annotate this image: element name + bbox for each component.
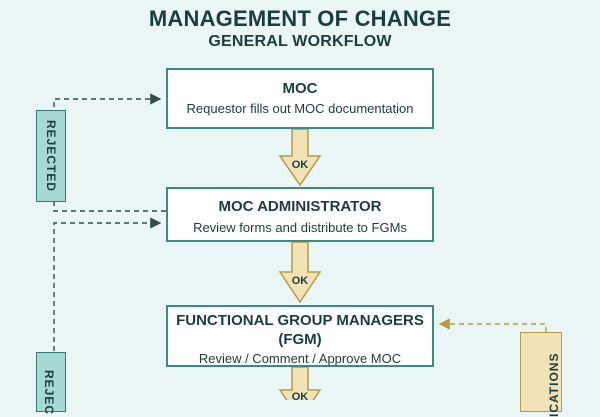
ok-arrow-1 (278, 128, 322, 187)
notifications-line (438, 318, 547, 332)
step-moc-administrator-detail: Review forms and distribute to FGMs (193, 220, 407, 235)
ok-label-2: OK (291, 275, 309, 287)
step-fgm-heading: FUNCTIONAL GROUP MANAGERS (176, 312, 424, 329)
step-fgm-detail: Review / Comment / Approve MOC (198, 351, 402, 366)
rejected-label-1: REJECTED (44, 119, 58, 193)
step-fgm-heading-abbrev: (FGM) (278, 331, 322, 348)
ok-label-1: OK (291, 159, 309, 171)
step-moc-administrator-heading: MOC ADMINISTRATOR (218, 198, 382, 215)
diagram-title: MANAGEMENT OF CHANGE (148, 6, 452, 31)
notifications-label: ICATIONS (547, 352, 561, 417)
rejected-label-box-1: REJECTED (36, 110, 66, 202)
ok-label-3: OK (291, 391, 309, 403)
notifications-label-box: ICATIONS (520, 332, 562, 417)
connector-layer (53, 93, 547, 400)
step-moc-detail: Requestor fills out MOC documentation (186, 101, 414, 116)
ok-arrow-2 (278, 241, 322, 304)
step-moc-administrator-box: MOC ADMINISTRATOR Review forms and distr… (166, 187, 434, 242)
step-moc-box: MOC Requestor fills out MOC documentatio… (166, 68, 434, 129)
rejected-loop-1-line (53, 93, 166, 212)
rejected-loop-2-line (53, 217, 162, 360)
diagram-subtitle: GENERAL WORKFLOW (208, 33, 392, 50)
rejected-label-box-2: REJEC (36, 352, 66, 416)
rejected-label-2: REJEC (42, 370, 56, 416)
step-fgm-box: FUNCTIONAL GROUP MANAGERS (FGM) Review /… (166, 305, 434, 367)
ok-arrow-3 (278, 366, 322, 400)
step-moc-heading: MOC (282, 80, 318, 97)
